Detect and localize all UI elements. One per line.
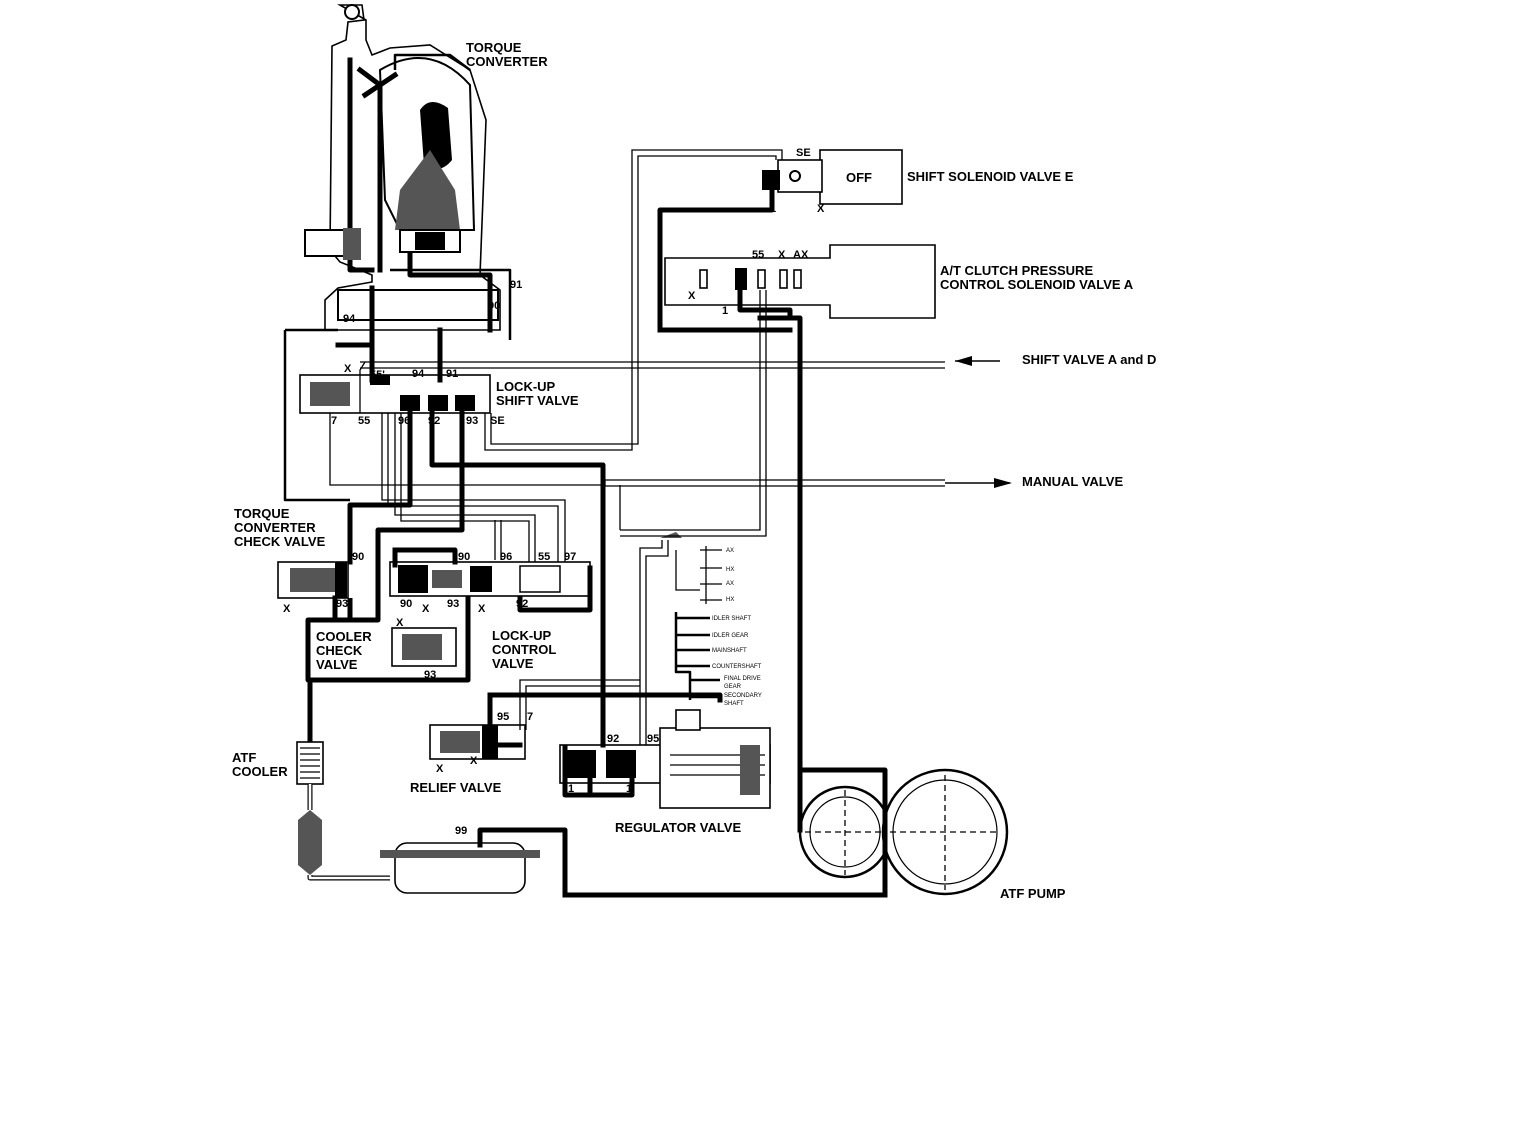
svg-text:LOCK-UP: LOCK-UP [492, 628, 552, 643]
svg-text:CONTROL SOLENOID VALVE A: CONTROL SOLENOID VALVE A [940, 277, 1134, 292]
port-label: 1 [626, 783, 632, 795]
svg-text:HX: HX [726, 597, 734, 603]
torque-converter-label: TORQUE CONVERTER [466, 40, 548, 69]
svg-text:COOLER: COOLER [232, 764, 288, 779]
port-label: 92 [607, 733, 619, 745]
port-label: X [478, 603, 486, 615]
svg-text:GEAR: GEAR [724, 684, 742, 690]
svg-text:VALVE: VALVE [492, 656, 534, 671]
cooler-check-valve-label: COOLER CHECK VALVE [316, 629, 372, 672]
port-label: X [396, 617, 404, 629]
svg-text:IDLER SHAFT: IDLER SHAFT [712, 616, 751, 622]
manual-valve-connection [605, 478, 1012, 488]
svg-text:COOLER: COOLER [316, 629, 372, 644]
port-label: 55 [752, 249, 764, 261]
port-label: X [344, 363, 352, 375]
port-label: 94 [412, 368, 425, 380]
atf-pump [798, 768, 1009, 896]
atf-strainer [380, 842, 540, 894]
svg-text:VALVE: VALVE [316, 657, 358, 672]
lubrication-distribution [639, 532, 722, 760]
svg-text:AX: AX [726, 581, 734, 587]
at-clutch-pressure-control-solenoid-valve-a [664, 244, 936, 319]
svg-text:CHECK VALVE: CHECK VALVE [234, 534, 326, 549]
svg-text:ATF: ATF [232, 750, 256, 765]
port-label: 93 [447, 598, 459, 610]
svg-text:A/T CLUTCH PRESSURE: A/T CLUTCH PRESSURE [940, 263, 1093, 278]
shift-solenoid-valve-e: OFF [762, 149, 903, 205]
relief-valve-label: RELIEF VALVE [410, 780, 502, 795]
svg-text:CONTROL: CONTROL [492, 642, 556, 657]
port-label: 90 [352, 551, 364, 563]
regulator-valve-label: REGULATOR VALVE [615, 820, 741, 835]
hydraulic-lines [283, 149, 888, 898]
shift-valve-a-d-connection [360, 356, 1000, 369]
port-label: 93 [466, 415, 478, 427]
port-label: 97 [564, 551, 576, 563]
port-label: X [817, 203, 825, 215]
port-label: AX [793, 249, 809, 261]
svg-text:IDLER GEAR: IDLER GEAR [712, 633, 749, 639]
port-label: X [422, 603, 430, 615]
port-label: 1 [568, 783, 574, 795]
port-label: 91 [510, 279, 522, 291]
svg-text:TORQUE: TORQUE [234, 506, 290, 521]
svg-text:CONVERTER: CONVERTER [234, 520, 316, 535]
svg-text:COUNTERSHAFT: COUNTERSHAFT [712, 664, 762, 670]
port-label: 93 [336, 598, 348, 610]
port-label: 90 [458, 551, 470, 563]
at-clutch-solenoid-label: A/T CLUTCH PRESSURE CONTROL SOLENOID VAL… [940, 263, 1134, 292]
tc-check-valve-label: TORQUE CONVERTER CHECK VALVE [234, 506, 326, 549]
relief-valve [429, 724, 526, 760]
lock-up-control-valve-label: LOCK-UP CONTROL VALVE [492, 628, 556, 671]
port-label: 7 [331, 415, 337, 427]
port-label: 94 [343, 313, 356, 325]
svg-text:LOCK-UP: LOCK-UP [496, 379, 556, 394]
svg-text:HX: HX [726, 567, 734, 573]
port-label: 90 [488, 300, 500, 312]
shift-valve-a-d-label: SHIFT VALVE A and D [1022, 352, 1156, 367]
lock-up-control-valve [389, 561, 591, 597]
port-label: 91 [446, 368, 458, 380]
svg-text:TORQUE: TORQUE [466, 40, 522, 55]
port-label: 55 [538, 551, 550, 563]
manual-valve-label: MANUAL VALVE [1022, 474, 1123, 489]
svg-text:SECONDARY: SECONDARY [724, 693, 762, 699]
svg-text:CONVERTER: CONVERTER [466, 54, 548, 69]
port-label: 96 [500, 551, 512, 563]
torque-converter [304, 4, 512, 348]
port-label: 90 [400, 598, 412, 610]
shift-solenoid-valve-e-label: SHIFT SOLENOID VALVE E [907, 169, 1074, 184]
regulator-valve [559, 709, 771, 809]
cooler-check-valve [391, 627, 457, 667]
port-label: 95 [497, 711, 509, 723]
atf-pump-label: ATF PUMP [1000, 886, 1066, 901]
port-label: SE [796, 147, 811, 159]
svg-text:CHECK: CHECK [316, 643, 363, 658]
port-label: SE [490, 415, 505, 427]
port-label: X [283, 603, 291, 615]
port-label: 99 [455, 825, 467, 837]
torque-converter-check-valve [277, 561, 349, 599]
lock-up-shift-valve [299, 374, 491, 414]
atf-cooler-label: ATF COOLER [232, 750, 288, 779]
svg-text:FINAL DRIVE: FINAL DRIVE [724, 676, 761, 682]
port-label: 95 [647, 733, 659, 745]
svg-text:AX: AX [726, 548, 734, 554]
svg-text:MAINSHAFT: MAINSHAFT [712, 648, 747, 654]
port-label: X [436, 763, 444, 775]
lock-up-shift-valve-label: LOCK-UP SHIFT VALVE [496, 379, 579, 408]
port-label: 55 [358, 415, 370, 427]
lube-point-labels: AX HX AX HX IDLER SHAFT IDLER GEAR MAINS… [712, 548, 762, 707]
solenoid-state-off: OFF [846, 170, 872, 185]
svg-text:SHAFT: SHAFT [724, 701, 744, 707]
port-label: X [470, 755, 478, 767]
port-label: X [778, 249, 786, 261]
svg-text:SHIFT VALVE: SHIFT VALVE [496, 393, 579, 408]
port-label: 1 [722, 305, 728, 317]
port-label: 7 [527, 711, 533, 723]
port-label: X [688, 290, 696, 302]
